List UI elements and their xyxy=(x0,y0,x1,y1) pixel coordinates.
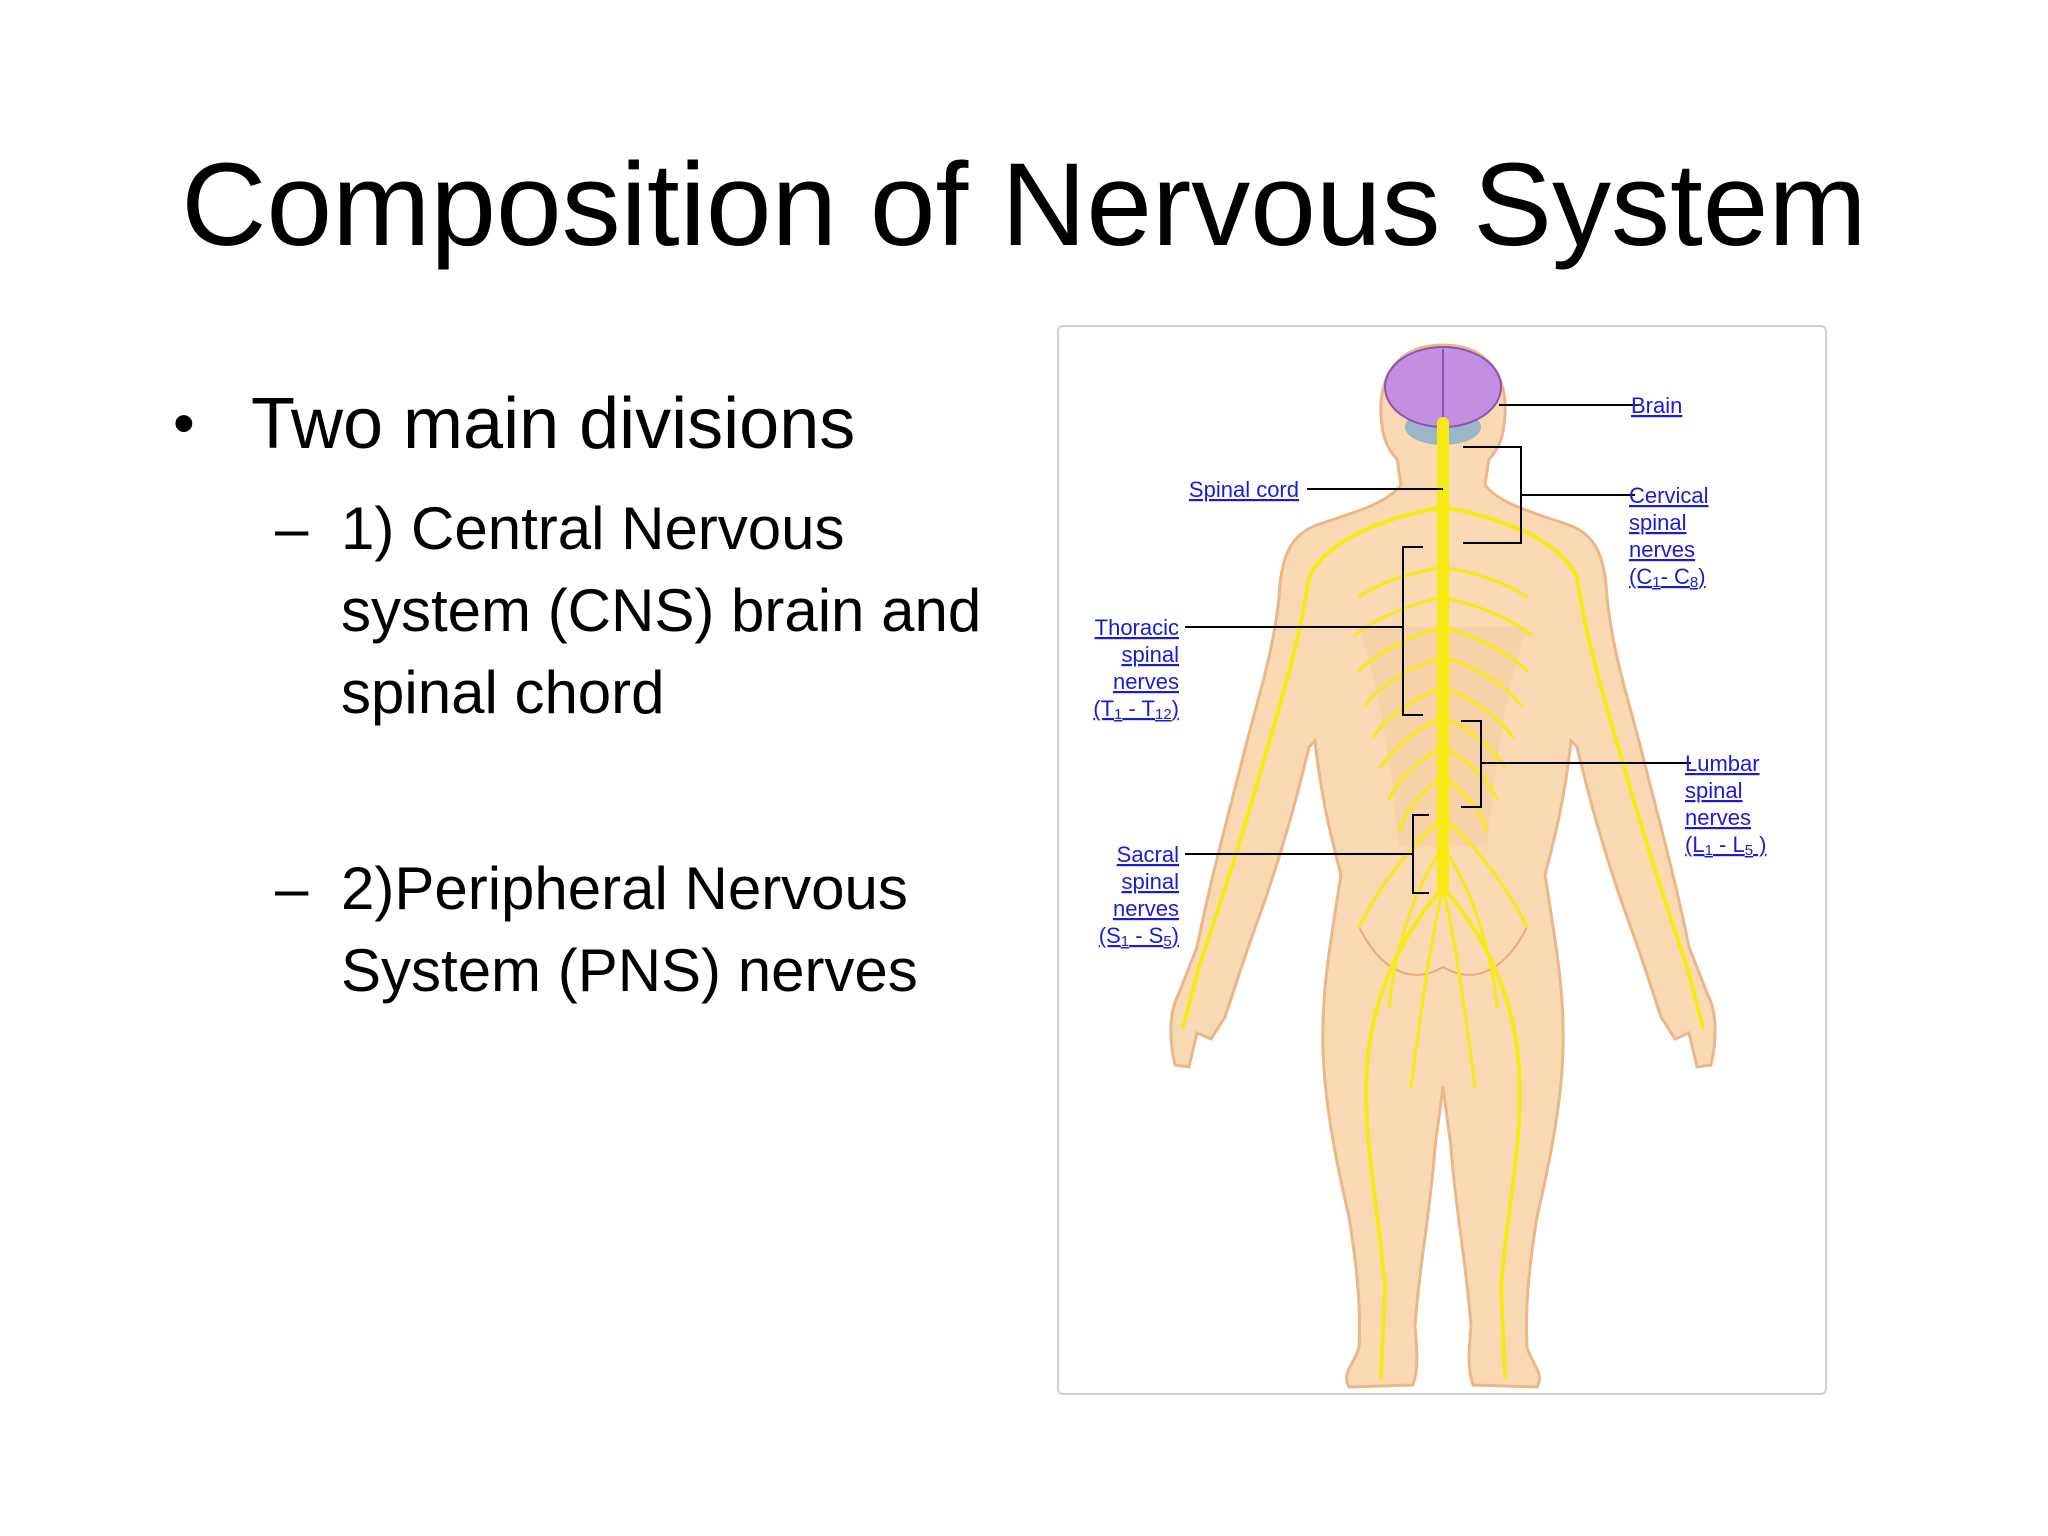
label-lumbar-line: spinal xyxy=(1685,778,1742,803)
label-cervical-line: nerves xyxy=(1629,537,1695,562)
lumbar-sacral-nerves xyxy=(1357,815,1529,1089)
nervous-system-figure: Brain Spinal cord Cervical spinal nerves… xyxy=(1057,325,1827,1395)
subitem-pns-line: System (PNS) nerves xyxy=(341,937,918,1004)
bullet-dot: • xyxy=(173,389,195,458)
nerve-arm-left xyxy=(1181,505,1445,1029)
slide-title: Composition of Nervous System xyxy=(181,139,1867,271)
label-lumbar-line: Lumbar xyxy=(1685,751,1760,776)
label-sacral-line: nerves xyxy=(1113,896,1179,921)
nerve-arm-right xyxy=(1441,505,1705,1029)
dash-marker: – xyxy=(275,495,309,562)
subitem-cns-line: system (CNS) brain and xyxy=(341,577,982,644)
buttock-line xyxy=(1358,926,1528,976)
label-thoracic-line: Thoracic xyxy=(1095,615,1179,640)
subitem-cns-line: spinal chord xyxy=(341,659,665,726)
label-cervical-code: (C1- C8) xyxy=(1629,564,1706,591)
bullet-text: Two main divisions xyxy=(251,384,856,464)
nerve-leg-right xyxy=(1441,885,1522,1379)
label-lumbar-code: (L1 - L5 ) xyxy=(1685,832,1767,859)
label-sacral-code: (S1 - S5) xyxy=(1099,923,1179,950)
label-brain: Brain xyxy=(1631,393,1682,418)
label-spinal-cord: Spinal cord xyxy=(1189,477,1299,502)
label-sacral-line: spinal xyxy=(1122,869,1179,894)
dash-marker: – xyxy=(275,855,309,922)
nerves xyxy=(1181,417,1705,1379)
label-cervical-line: Cervical xyxy=(1629,483,1708,508)
subitem-cns-text: 1) Central Nervous system (CNS) brain an… xyxy=(341,488,1021,734)
subitem-pns-line: 2)Peripheral Nervous xyxy=(341,855,908,922)
figure-labels: Brain Spinal cord Cervical spinal nerves… xyxy=(1093,393,1766,950)
bracket-thoracic xyxy=(1402,546,1423,716)
nerve-leg-left xyxy=(1364,885,1445,1379)
subitem-cns-line: 1) Central Nervous xyxy=(341,495,845,562)
label-thoracic-line: spinal xyxy=(1122,642,1179,667)
label-sacral-line: Sacral xyxy=(1117,842,1179,867)
label-thoracic-code: (T1 - T12) xyxy=(1093,696,1179,723)
label-cervical-line: spinal xyxy=(1629,510,1686,535)
label-thoracic-line: nerves xyxy=(1113,669,1179,694)
nervous-system-diagram: Brain Spinal cord Cervical spinal nerves… xyxy=(1093,343,1767,1389)
label-lumbar-line: nerves xyxy=(1685,805,1751,830)
subitem-pns-text: 2)Peripheral Nervous System (PNS) nerves xyxy=(341,848,1021,1012)
leader-lines xyxy=(1185,404,1691,894)
